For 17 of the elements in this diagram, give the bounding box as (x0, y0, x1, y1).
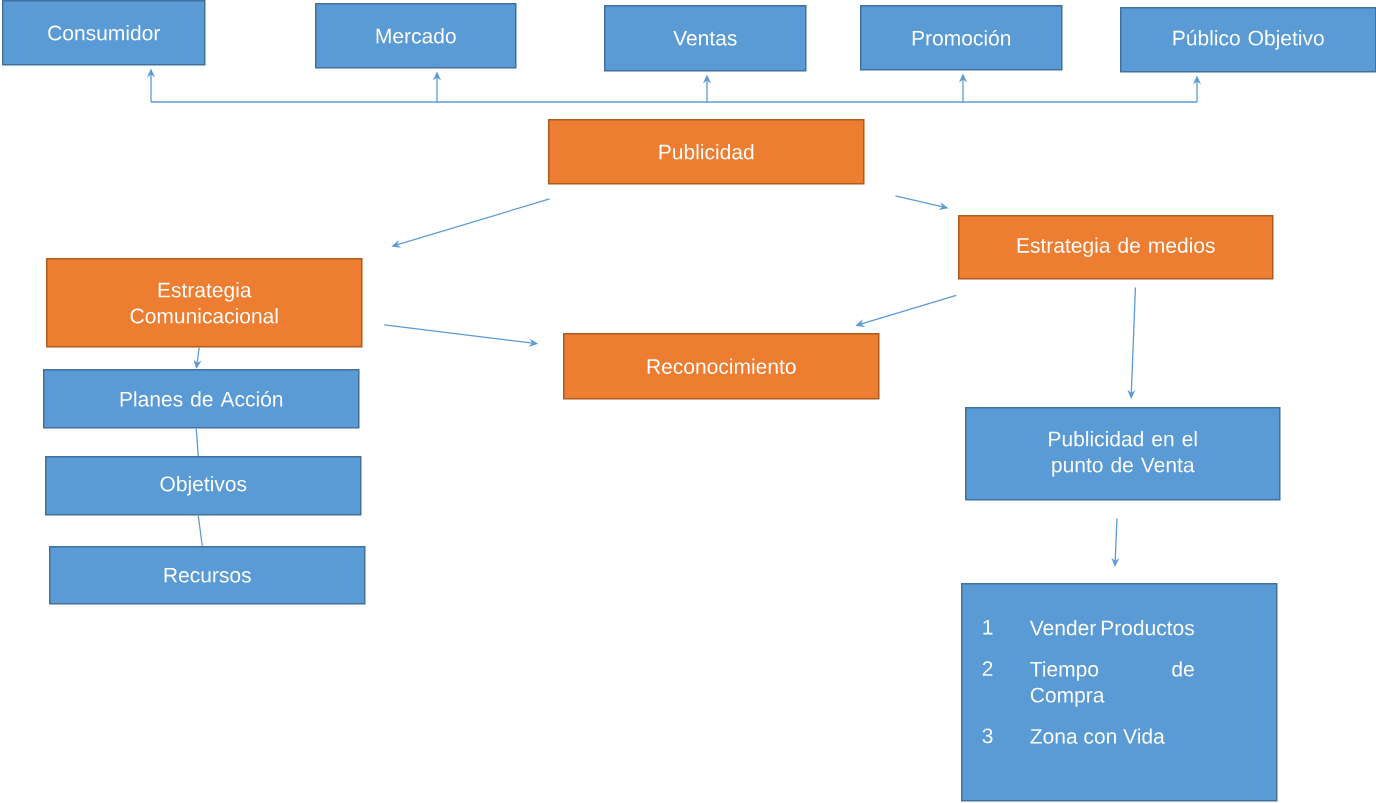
highlight-box: Publicidad (548, 119, 865, 185)
process-box: Planes de Acción (43, 369, 360, 429)
highlight-box: Estrategia de medios (958, 215, 1274, 280)
list-box: 1 Vender Productos 2 Tiempo de Compra 3 Zona con Vida (961, 583, 1278, 802)
connector-line (197, 514, 203, 547)
connector-line (195, 427, 199, 457)
process-box: Consumidor (2, 0, 206, 66)
process-box: Promoción (860, 5, 1063, 71)
highlight-box: Estrategia Comunicacional (46, 258, 363, 348)
process-box: Mercado (315, 3, 517, 69)
highlight-box: Reconocimiento (563, 333, 880, 400)
process-box: Recursos (49, 546, 366, 605)
process-box: Publicidad en el punto de Venta (965, 407, 1281, 501)
bracket-line (150, 101, 1198, 103)
process-box: Objetivos (45, 456, 362, 516)
process-box: Ventas (604, 5, 807, 72)
process-box: Público Objetivo (1120, 7, 1376, 73)
